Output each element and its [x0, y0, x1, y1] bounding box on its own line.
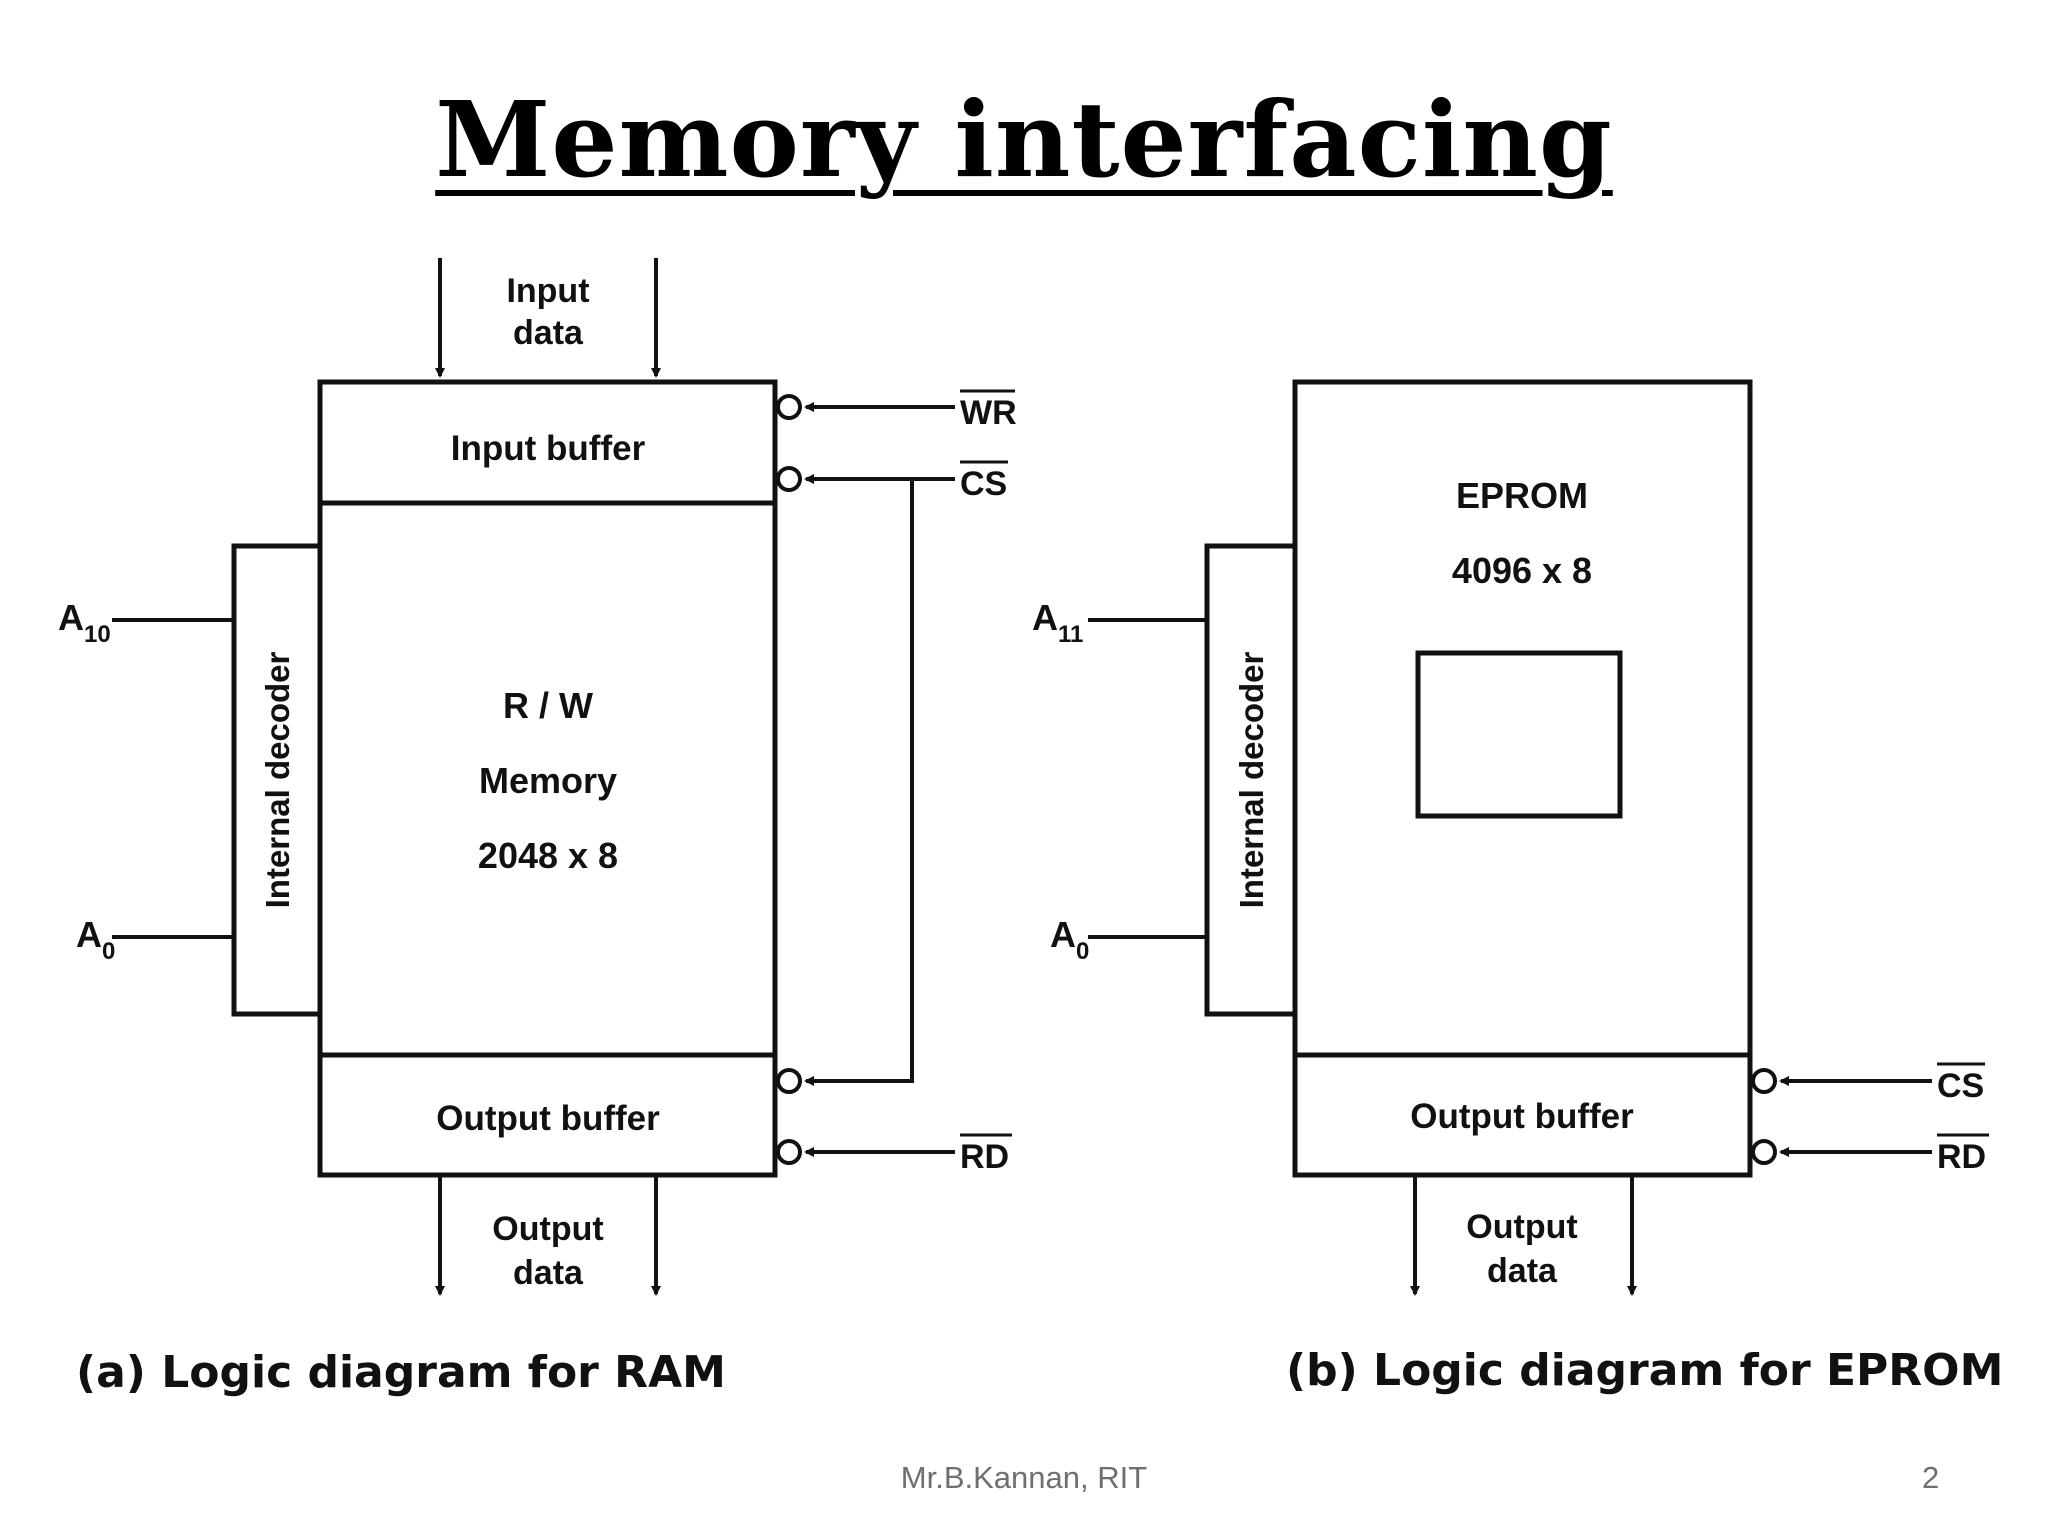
eprom-internal-decoder-box	[1204, 543, 1298, 1017]
ram-cs-branch	[804, 479, 914, 1086]
eprom-rd-label: RD	[1937, 1138, 1986, 1176]
eprom-caption: (b) Logic diagram for EPROM	[1286, 1345, 2003, 1396]
eprom-addr-low-label: A0	[1050, 914, 1089, 965]
ram-input-data-label-2: data	[513, 314, 584, 352]
ram-input-data-label-1: Input	[506, 272, 589, 310]
ram-input-buffer-label: Input buffer	[451, 429, 646, 468]
ram-wr-bubble	[776, 394, 802, 420]
ram-internal-decoder-label: Internal decoder	[259, 651, 296, 908]
ram-addr-high-label: A10	[58, 597, 111, 648]
ram-memory-label-1: R / W	[503, 685, 593, 726]
eprom-cs-bubble	[1751, 1068, 1777, 1094]
footer-author: Mr.B.Kannan, RIT	[900, 1460, 1148, 1495]
ram-rd-label: RD	[960, 1138, 1009, 1176]
ram-memory-label-2: Memory	[479, 760, 617, 801]
ram-internal-decoder-box	[231, 543, 323, 1017]
eprom-diagram	[1088, 379, 1989, 1296]
ram-output-buffer-label: Output buffer	[436, 1099, 660, 1138]
slide-title: Memory interfacing	[435, 78, 1613, 201]
eprom-output-data-label-2: data	[1487, 1252, 1558, 1290]
eprom-inner-window	[1415, 650, 1623, 819]
eprom-output-buffer-label: Output buffer	[1410, 1097, 1634, 1136]
eprom-internal-decoder-label: Internal decoder	[1233, 651, 1270, 908]
eprom-addr-high-label: A11	[1032, 597, 1083, 648]
ram-output-data-label-1: Output	[492, 1210, 603, 1248]
ram-output-data-label-2: data	[513, 1254, 584, 1292]
ram-rd-bubble	[776, 1139, 802, 1165]
ram-wr-label: WR	[960, 394, 1017, 432]
ram-cs-label: CS	[960, 465, 1007, 503]
ram-cs-bubble-input	[776, 466, 802, 492]
eprom-chip-label-1: EPROM	[1456, 475, 1588, 516]
ram-cs-bubble-output	[776, 1068, 802, 1094]
ram-caption: (a) Logic diagram for RAM	[76, 1347, 726, 1398]
eprom-output-data-label-1: Output	[1466, 1208, 1577, 1246]
eprom-cs-label: CS	[1937, 1067, 1984, 1105]
ram-memory-label-3: 2048 x 8	[478, 835, 618, 876]
ram-diagram	[112, 258, 1015, 1296]
page-number: 2	[1922, 1460, 1940, 1495]
ram-addr-low-label: A0	[76, 914, 115, 965]
eprom-chip-label-2: 4096 x 8	[1452, 550, 1592, 591]
eprom-rd-bubble	[1751, 1139, 1777, 1165]
